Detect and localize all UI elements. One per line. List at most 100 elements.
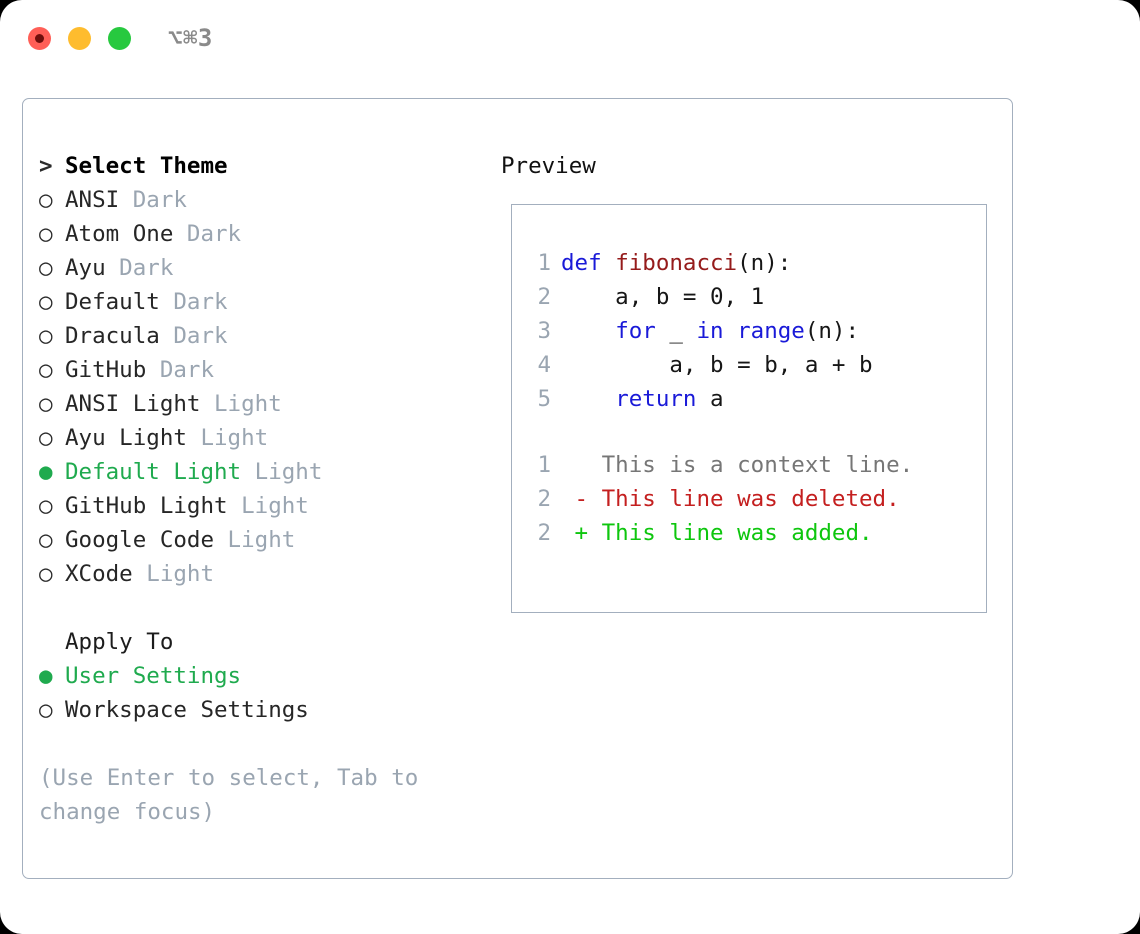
radio-unselected-icon: ○ bbox=[39, 391, 53, 417]
hint-spacer bbox=[39, 727, 489, 761]
theme-option-label: Google Code bbox=[65, 527, 215, 553]
diff-line-text: + This line was added. bbox=[561, 520, 873, 546]
radio-selected-icon: ● bbox=[39, 663, 53, 689]
theme-option-variant: Dark bbox=[159, 323, 228, 349]
keyboard-hint-text: (Use Enter to select, Tab to change focu… bbox=[39, 765, 432, 825]
close-window-button[interactable] bbox=[28, 27, 51, 50]
theme-option-google-code[interactable]: ○ Google Code Light bbox=[39, 523, 489, 557]
theme-option-variant: Dark bbox=[173, 221, 242, 247]
preview-title: Preview bbox=[501, 153, 596, 179]
theme-option-variant: Dark bbox=[105, 255, 174, 281]
code-token: a, b = 0, 1 bbox=[561, 284, 765, 310]
radio-unselected-icon: ○ bbox=[39, 187, 53, 213]
theme-option-dracula[interactable]: ○ Dracula Dark bbox=[39, 319, 489, 353]
theme-option-default[interactable]: ○ Default Dark bbox=[39, 285, 489, 319]
theme-option-variant: Light bbox=[200, 391, 282, 417]
apply-to-list: ● User Settings ○ Workspace Settings bbox=[39, 659, 489, 727]
code-token bbox=[561, 318, 615, 344]
theme-option-label: XCode bbox=[65, 561, 133, 587]
code-token: fibonacci bbox=[615, 250, 738, 276]
theme-option-label: Ayu Light bbox=[65, 425, 187, 451]
code-token: (n): bbox=[737, 250, 792, 276]
keyboard-shortcut-label: ⌥⌘3 bbox=[168, 24, 213, 52]
theme-option-github[interactable]: ○GitHub Dark bbox=[39, 353, 489, 387]
radio-unselected-icon: ○ bbox=[39, 561, 53, 587]
radio-unselected-icon: ○ bbox=[39, 255, 53, 281]
theme-option-label: Default Light bbox=[65, 459, 242, 485]
window-titlebar: ⌥⌘3 bbox=[0, 0, 1140, 78]
theme-option-variant: Dark bbox=[159, 289, 228, 315]
theme-option-atom-one[interactable]: ○ Atom One Dark bbox=[39, 217, 489, 251]
line-number: 3 bbox=[537, 318, 551, 344]
theme-option-label: Default bbox=[65, 289, 160, 315]
section-spacer bbox=[39, 591, 489, 625]
radio-unselected-icon: ○ bbox=[39, 425, 53, 451]
diff-line: 2 - This line was deleted. bbox=[523, 482, 973, 516]
theme-option-default-light[interactable]: ●Default Light Light bbox=[39, 455, 489, 489]
apply-to-option-label: Workspace Settings bbox=[65, 697, 309, 723]
code-line: 3 for _ in range(n): bbox=[523, 314, 973, 348]
theme-option-label: Ayu bbox=[65, 255, 106, 281]
theme-option-ansi[interactable]: ○ANSI Dark bbox=[39, 183, 489, 217]
radio-unselected-icon: ○ bbox=[39, 493, 53, 519]
diff-line: 1 This is a context line. bbox=[523, 448, 973, 482]
theme-list-column: > Select Theme ○ ANSI Dark ○ Atom One Dark ○ A… bbox=[39, 149, 489, 829]
code-token: for bbox=[615, 318, 656, 344]
code-token bbox=[561, 386, 615, 412]
code-line: 4 a, b = b, a + b bbox=[523, 348, 973, 382]
theme-option-label: GitHub Light bbox=[65, 493, 228, 519]
theme-option-variant: Light bbox=[214, 527, 296, 553]
theme-option-ayu-light[interactable]: ○Ayu Light Light bbox=[39, 421, 489, 455]
theme-option-github-light[interactable]: ○GitHub Light Light bbox=[39, 489, 489, 523]
theme-option-variant: Dark bbox=[146, 357, 215, 383]
radio-unselected-icon: ○ bbox=[39, 221, 53, 247]
theme-option-xcode[interactable]: ○ XCode Light bbox=[39, 557, 489, 591]
theme-option-variant: Light bbox=[132, 561, 215, 587]
radio-unselected-icon: ○ bbox=[39, 527, 53, 553]
line-number: 5 bbox=[537, 386, 551, 412]
line-number: 1 bbox=[537, 452, 551, 478]
code-diff-gap bbox=[523, 416, 973, 448]
line-number: 2 bbox=[537, 284, 551, 310]
theme-option-label: ANSI Light bbox=[65, 391, 201, 417]
diff-line-text: This is a context line. bbox=[561, 452, 914, 478]
theme-option-ansi-light[interactable]: ○ ANSI Light Light bbox=[39, 387, 489, 421]
code-line: 5 return a bbox=[523, 382, 973, 416]
code-token bbox=[724, 318, 738, 344]
radio-unselected-icon: ○ bbox=[39, 323, 53, 349]
code-token: a bbox=[696, 386, 724, 412]
apply-to-heading: Apply To bbox=[39, 625, 489, 659]
minimize-window-button[interactable] bbox=[68, 27, 91, 50]
line-number: 4 bbox=[537, 352, 551, 378]
maximize-window-button[interactable] bbox=[108, 27, 131, 50]
prompt-caret-icon: > bbox=[39, 153, 53, 179]
apply-to-option-user-settings[interactable]: ● User Settings bbox=[39, 659, 489, 693]
theme-option-label: Dracula bbox=[65, 323, 160, 349]
line-number: 2 bbox=[537, 520, 551, 546]
theme-option-ayu[interactable]: ○ Ayu Dark bbox=[39, 251, 489, 285]
code-token: a, b = b, a + b bbox=[561, 352, 873, 378]
apply-to-label: Apply To bbox=[65, 629, 174, 655]
diff-block: 1 This is a context line.2 - This line w… bbox=[523, 448, 973, 550]
code-token: (n): bbox=[804, 318, 860, 344]
diff-line: 2 + This line was added. bbox=[523, 516, 973, 550]
theme-option-variant: Light bbox=[241, 459, 323, 485]
close-icon bbox=[35, 34, 44, 43]
code-token: _ bbox=[655, 318, 697, 344]
radio-unselected-icon: ○ bbox=[39, 697, 53, 723]
diff-line-text: - This line was deleted. bbox=[561, 486, 900, 512]
theme-option-label: ANSI bbox=[65, 187, 120, 213]
theme-list: ○ ANSI Dark ○ Atom One Dark ○ Ayu Dark ○ Defaul… bbox=[39, 183, 489, 591]
theme-picker-panel: > Select Theme ○ ANSI Dark ○ Atom One Dark ○ A… bbox=[22, 98, 1013, 879]
theme-option-label: Atom One bbox=[65, 221, 174, 247]
code-token: in bbox=[696, 318, 724, 344]
page-title: Select Theme bbox=[65, 153, 228, 179]
apply-to-option-workspace-settings[interactable]: ○ Workspace Settings bbox=[39, 693, 489, 727]
radio-unselected-icon: ○ bbox=[39, 289, 53, 315]
apply-to-option-label: User Settings bbox=[65, 663, 242, 689]
